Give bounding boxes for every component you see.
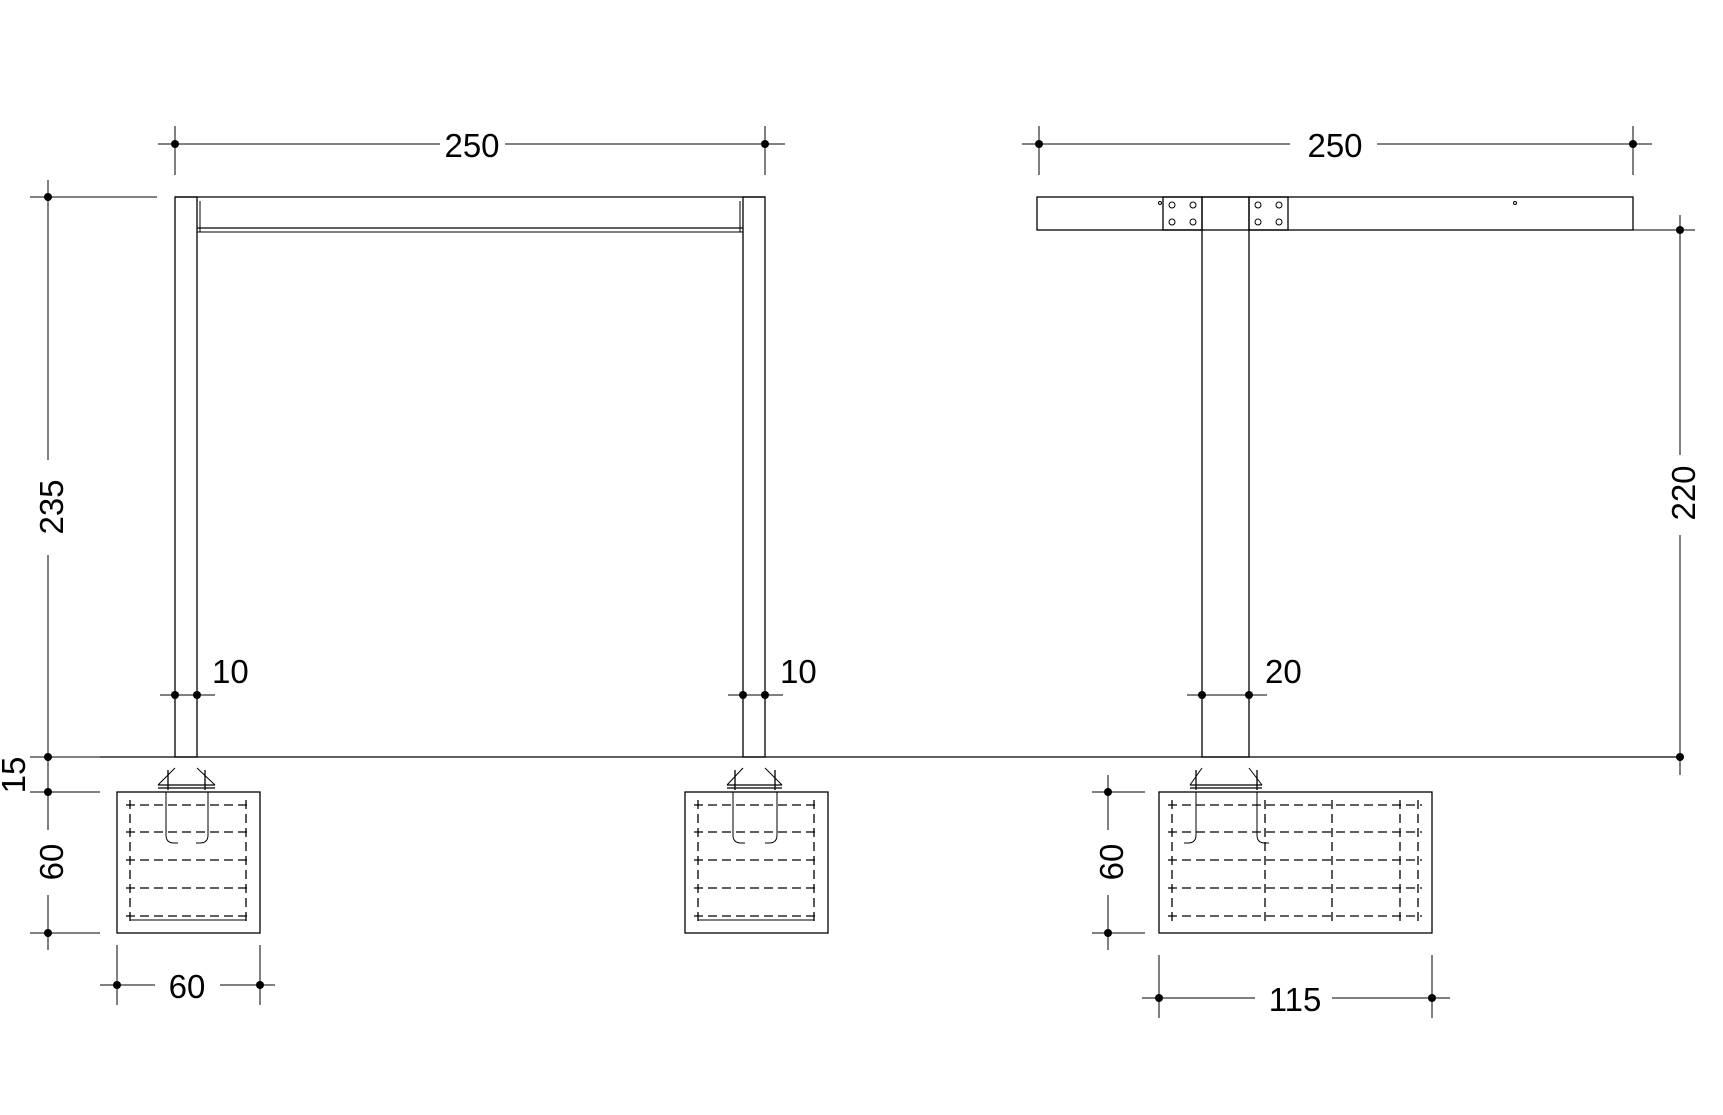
dim-right-post-width: 20 xyxy=(1187,653,1302,699)
base-plate-right xyxy=(1189,767,1263,790)
left-post-1 xyxy=(174,196,198,758)
dim-left-frame-height: 235 xyxy=(30,180,157,761)
dim-label: 60 xyxy=(169,968,206,1005)
dim-left-footing-depth: 60 xyxy=(30,792,100,950)
footing-left xyxy=(116,791,261,934)
connection-plate-right xyxy=(1248,196,1289,231)
connection-plate-left xyxy=(1162,196,1203,231)
t-beam xyxy=(1036,196,1634,231)
dim-label: 60 xyxy=(1093,844,1130,881)
left-post-2 xyxy=(742,196,766,758)
dim-base-plate-gap: 15 xyxy=(0,757,100,796)
dim-right-footing-width: 115 xyxy=(1142,955,1450,1018)
footing-middle xyxy=(684,791,829,934)
dim-label: 10 xyxy=(780,653,817,690)
dim-label: 15 xyxy=(0,757,32,794)
dim-label: 250 xyxy=(1307,127,1362,164)
dim-label: 10 xyxy=(212,653,249,690)
t-post xyxy=(1201,196,1250,758)
base-plate-middle xyxy=(726,767,783,790)
dim-label: 250 xyxy=(444,127,499,164)
dim-label: 220 xyxy=(1665,465,1702,520)
base-plate-left xyxy=(157,767,216,790)
right-t-frame xyxy=(1036,196,1634,758)
dim-left-footing-width: 60 xyxy=(100,945,275,1005)
dim-right-frame-width: 250 xyxy=(1022,126,1652,175)
footing-right xyxy=(1158,791,1433,934)
dim-left-frame-width: 250 xyxy=(158,126,785,175)
dim-right-frame-height: 220 xyxy=(1633,215,1702,775)
dim-label: 115 xyxy=(1269,981,1322,1018)
dim-right-footing-depth: 60 xyxy=(1092,775,1145,950)
left-portal-frame xyxy=(174,196,766,758)
dim-middle-post-width: 10 xyxy=(728,653,817,699)
dim-label: 20 xyxy=(1265,653,1302,690)
dim-label: 235 xyxy=(33,479,70,534)
dim-left-post-width: 10 xyxy=(160,653,249,699)
dim-label: 60 xyxy=(33,844,70,881)
